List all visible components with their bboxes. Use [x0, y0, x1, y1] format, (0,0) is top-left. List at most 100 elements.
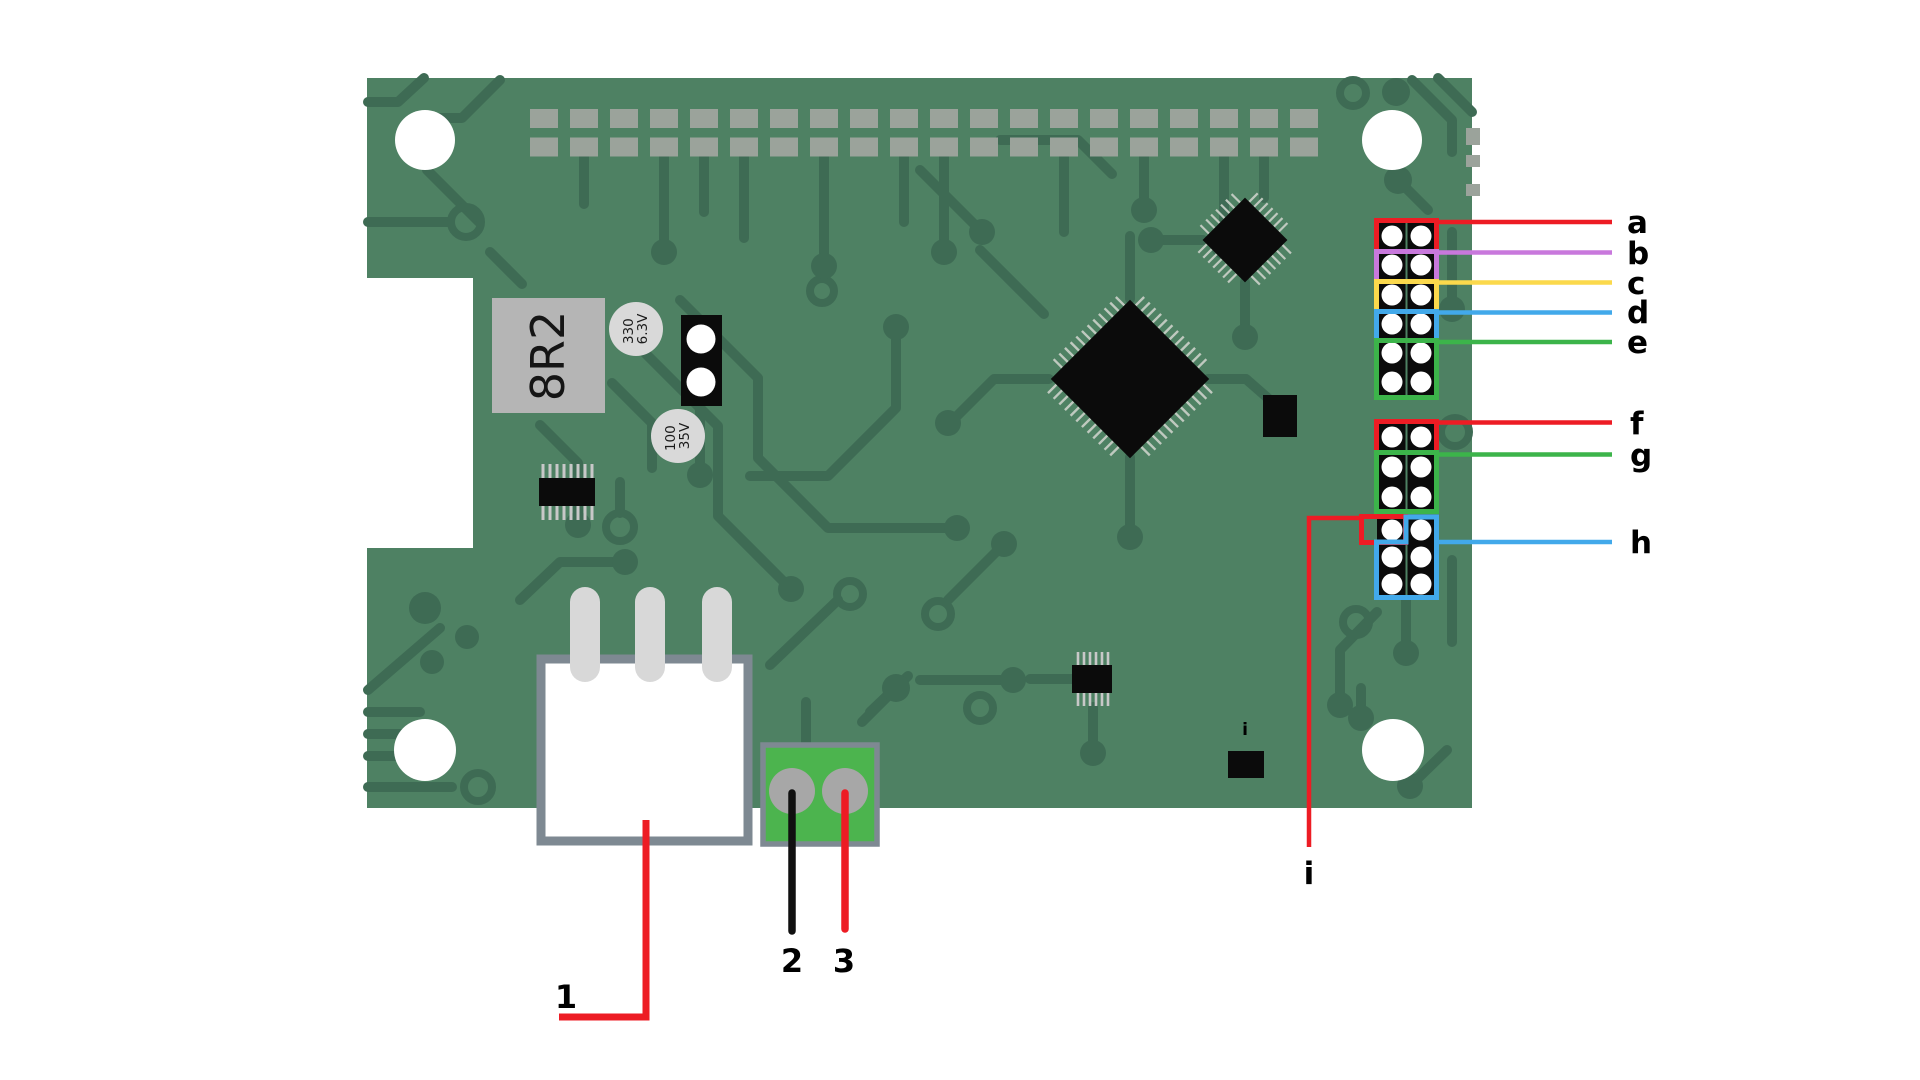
mounting-hole-bottom-left: [394, 719, 456, 781]
pin: [1410, 313, 1432, 335]
capacitor-body: [651, 409, 705, 463]
pin: [1410, 456, 1432, 478]
via-dot: [935, 410, 961, 436]
connector-body: [536, 654, 753, 846]
via-dot: [1000, 667, 1026, 693]
pin-header-lower: [1359, 419, 1439, 600]
resistor-body: [492, 298, 605, 413]
callout-label-g: g: [1630, 438, 1652, 474]
ic-small-left: [539, 464, 595, 520]
pin: [1381, 456, 1403, 478]
component-i-label: i: [1242, 720, 1248, 740]
pin: [1381, 519, 1403, 541]
via-ring: [460, 769, 496, 805]
callout-label-f: f: [1630, 406, 1644, 442]
via-dot: [612, 549, 638, 575]
via-dot: [883, 314, 909, 340]
via-dot: [1131, 197, 1157, 223]
via-ring: [602, 509, 638, 545]
callout-label-2: 2: [781, 942, 803, 980]
pin: [1410, 546, 1432, 568]
component-i-body: [1228, 751, 1264, 778]
via-dot: [882, 674, 910, 702]
via-dot: [1439, 296, 1465, 322]
via-ring: [806, 275, 838, 307]
capacitor-330: 330 6.3V: [609, 302, 663, 356]
edge-pads-right: [1466, 128, 1480, 196]
via-dot: [1384, 166, 1412, 194]
via-dot: [455, 625, 479, 649]
trace-right: [915, 73, 1477, 791]
qfp-pins: [1197, 192, 1292, 286]
via-dot: [969, 219, 995, 245]
led-lens-top: [686, 324, 716, 354]
pin: [1410, 486, 1432, 508]
via-dot: [944, 515, 970, 541]
via-dot: [1327, 692, 1353, 718]
header-pins: [1381, 426, 1432, 595]
copper-traces: [363, 73, 1477, 805]
callouts: [1306, 219, 1612, 847]
pin: [1410, 573, 1432, 595]
pin: [1410, 225, 1432, 247]
connector-pins: [570, 587, 732, 682]
smd-component-square: [1263, 395, 1297, 437]
capacitor-body: [609, 302, 663, 356]
pin: [1410, 519, 1432, 541]
via-dot: [991, 531, 1017, 557]
mounting-hole-top-right: [1362, 110, 1422, 170]
edge-pad: [1466, 128, 1480, 145]
callout-line-1: [559, 820, 650, 1021]
qfp-pins: [1047, 296, 1213, 457]
via-dots: [409, 78, 1465, 799]
via-dot: [931, 239, 957, 265]
pin: [1381, 486, 1403, 508]
ic-body: [1072, 665, 1112, 693]
ic-body: [539, 478, 595, 506]
led-lens-bottom: [686, 367, 716, 397]
trace-top-left: [363, 73, 527, 289]
pin-header-upper: [1374, 218, 1439, 400]
callout-label-i: i: [1304, 856, 1315, 892]
via-ring: [1336, 76, 1370, 110]
via-dot: [687, 462, 713, 488]
via-dot: [1393, 640, 1419, 666]
via-ring: [833, 577, 867, 611]
resistor-8r2: 8R2: [492, 298, 605, 413]
pcb-board: [363, 73, 1480, 808]
via-dot: [1382, 78, 1410, 106]
via-dot: [651, 239, 677, 265]
mounting-hole-top-left: [395, 110, 455, 170]
via-dot: [1397, 773, 1423, 799]
trace-bottom: [363, 543, 1098, 792]
pin: [1381, 371, 1403, 393]
via-dot: [1232, 324, 1258, 350]
via-dot: [420, 650, 444, 674]
callout-line-i: [1306, 515, 1361, 847]
via-ring: [921, 597, 955, 631]
via-dot: [778, 576, 804, 602]
highlight-box-h: [1374, 514, 1439, 600]
via-dot: [1117, 524, 1143, 550]
via-dot: [1080, 740, 1106, 766]
pin: [1381, 426, 1403, 448]
pin: [1381, 546, 1403, 568]
qfp-chip-large: [1047, 296, 1213, 459]
pin: [1381, 254, 1403, 276]
pin: [1410, 426, 1432, 448]
via-dot: [1138, 227, 1164, 253]
via-ring: [1339, 605, 1373, 639]
mounting-holes: [394, 110, 1424, 781]
led-indicator: [681, 315, 722, 406]
via-dot: [1348, 705, 1374, 731]
callout-label-d: d: [1627, 295, 1649, 331]
pin: [1381, 342, 1403, 364]
via-dot: [409, 592, 441, 624]
trace-top-drops: [579, 151, 1269, 267]
edge-pad: [1466, 184, 1480, 196]
connector-pin: [570, 587, 600, 682]
pin: [1381, 573, 1403, 595]
callout-label-h: h: [1630, 525, 1652, 561]
connector-pin: [635, 587, 665, 682]
